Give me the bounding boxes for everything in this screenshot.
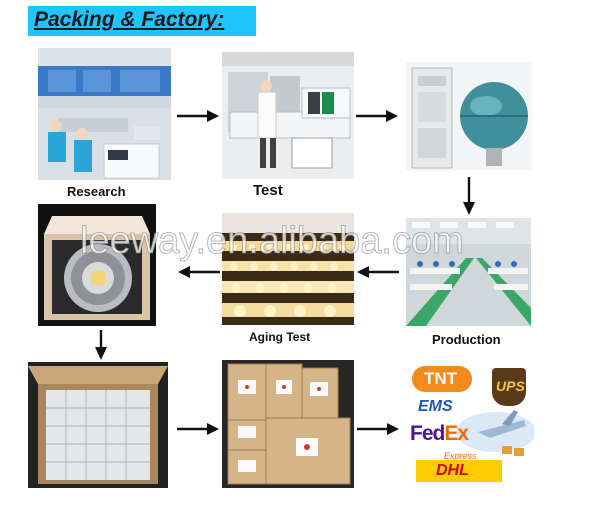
- production-label: Production: [432, 332, 501, 347]
- arrow-left-icon: [357, 266, 399, 278]
- test-label: Test: [253, 182, 283, 199]
- ups-logo-text: UPS: [496, 378, 525, 394]
- research-photo: [38, 48, 171, 180]
- arrow-right-icon: [356, 110, 398, 122]
- test-photo: [222, 52, 354, 179]
- tnt-logo-text: TNT: [424, 369, 458, 388]
- packaged-led-photo: [38, 204, 156, 326]
- section-title-banner: Packing & Factory:: [28, 6, 256, 36]
- test-equipment-image: [222, 52, 354, 179]
- section-title: Packing & Factory:: [34, 8, 225, 31]
- arrow-down-icon: [463, 177, 475, 215]
- arrow-left-icon: [178, 266, 220, 278]
- fedex-express-label: Express: [444, 446, 477, 464]
- integrating-sphere-image: [406, 62, 532, 170]
- stacked-cartons-image: [222, 360, 354, 488]
- fedex-fed-text: Fed: [410, 422, 445, 445]
- fedex-express-text: Express: [444, 451, 477, 461]
- carton-image: [28, 362, 168, 488]
- stacked-cartons-photo: [222, 360, 354, 488]
- carton-photo: [28, 362, 168, 488]
- fedex-logo: FedEx: [410, 422, 469, 446]
- aging-test-label: Aging Test: [249, 330, 311, 344]
- arrow-down-icon: [95, 330, 107, 360]
- tnt-logo: TNT: [412, 366, 472, 392]
- research-label: Research: [67, 184, 126, 199]
- dhl-logo-text: DHL: [436, 462, 469, 479]
- courier-logos-panel: TNT UPS EMS FedEx Express DHL: [406, 362, 534, 488]
- aging-test-image: [222, 213, 354, 325]
- arrow-right-icon: [177, 110, 219, 122]
- fedex-ex-text: Ex: [444, 422, 469, 445]
- arrow-right-icon: [357, 423, 399, 435]
- production-photo: [406, 218, 531, 326]
- aging-test-photo: [222, 213, 354, 325]
- integrating-sphere-photo: [406, 62, 532, 170]
- ems-logo: EMS: [418, 398, 453, 416]
- arrow-right-icon: [177, 423, 219, 435]
- packaged-led-image: [38, 204, 156, 326]
- research-lab-image: [38, 48, 171, 180]
- dhl-logo: DHL: [416, 460, 502, 482]
- watermark-text: leeway.en.alibaba.com: [80, 220, 465, 263]
- ups-logo: UPS: [492, 368, 526, 406]
- ems-logo-text: EMS: [418, 398, 453, 415]
- production-line-image: [406, 218, 531, 326]
